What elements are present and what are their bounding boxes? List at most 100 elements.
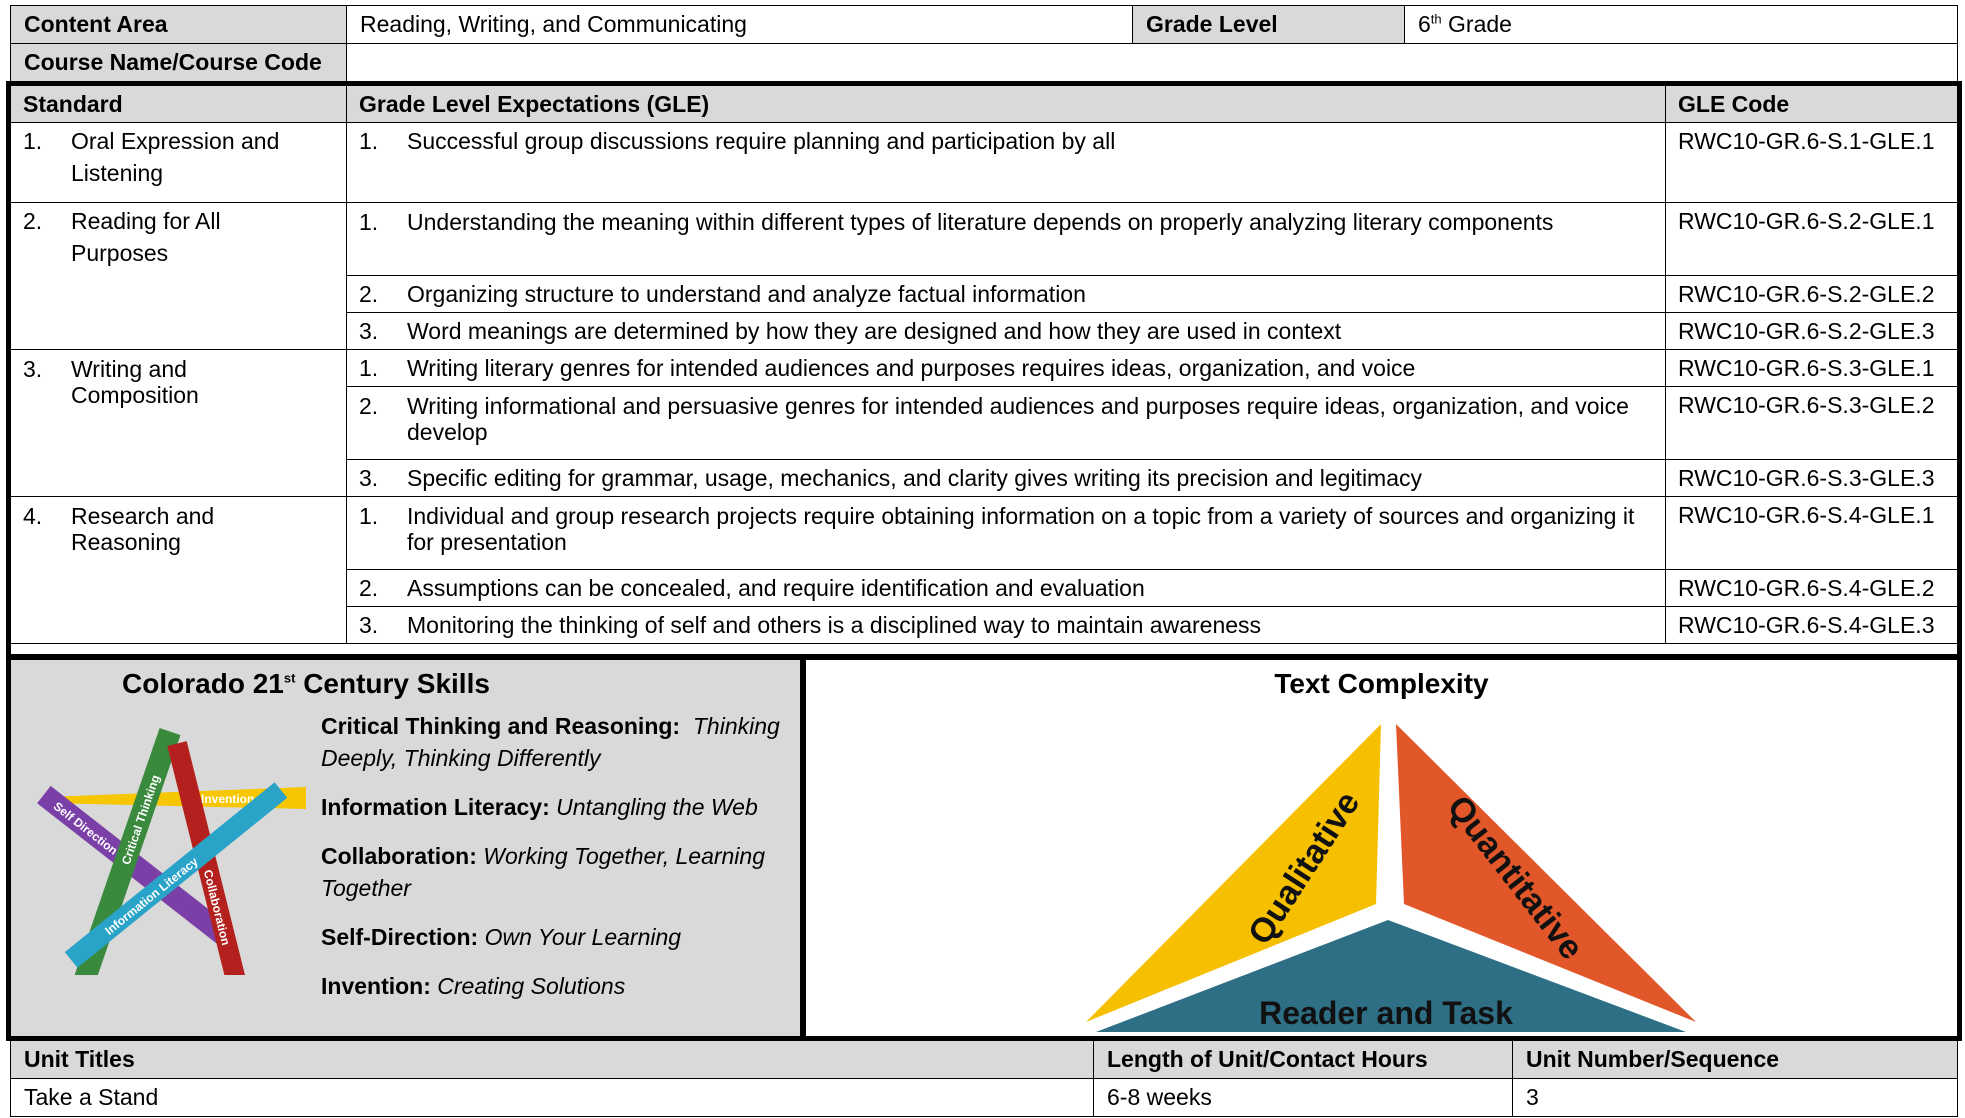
skills-list: Critical Thinking and Reasoning: Thinkin…	[321, 710, 801, 1019]
qualitative-segment	[1086, 724, 1381, 1022]
skill-label: Self-Direction:	[321, 924, 479, 950]
unit-length: 6-8 weeks	[1093, 1078, 1513, 1117]
grade-level-value: 6th Grade	[1404, 5, 1958, 44]
gle-text: Individual and group research projects r…	[407, 503, 1635, 555]
standard-num: 1.	[23, 128, 43, 154]
grade-number: 6	[1418, 11, 1431, 37]
skill-item: Critical Thinking and Reasoning: Thinkin…	[321, 710, 801, 774]
gle-text: Writing informational and persuasive gen…	[407, 393, 1629, 445]
skill-item: Collaboration: Working Together, Learnin…	[321, 840, 801, 904]
gle-text: Writing literary genres for intended aud…	[407, 355, 1416, 381]
skills-title-pre: Colorado 21	[122, 668, 284, 699]
gle-text: Organizing structure to understand and a…	[407, 281, 1086, 307]
skills-panel: Colorado 21st Century Skills Invention S…	[6, 655, 806, 1041]
table-row: 2. Reading for All Purposes 1. Understandi…	[10, 202, 1958, 350]
grade-sup: th	[1430, 11, 1442, 27]
skills-title: Colorado 21st Century Skills	[11, 668, 601, 700]
unit-sequence: 3	[1512, 1078, 1958, 1117]
text-complexity-panel: Text Complexity Qualitative Quantitative…	[800, 655, 1962, 1041]
standard-cell: 4.Research and Reasoning	[10, 496, 347, 644]
gle-num: 1.	[359, 503, 379, 529]
information-literacy-band: Information Literacy	[64, 782, 288, 968]
standard-num: 4.	[23, 503, 43, 529]
gle-num: 2.	[359, 393, 379, 419]
skills-title-sup: st	[283, 670, 296, 686]
information-literacy-band-shape	[64, 782, 288, 968]
gle-text: Understanding the meaning within differe…	[407, 209, 1554, 235]
skill-desc: Working Together, Learning Together	[321, 843, 765, 901]
text-complexity-title: Text Complexity	[1274, 668, 1489, 699]
gle-cell: 1. Individual and group research projects…	[346, 496, 1666, 570]
gle-code: RWC10-GR.6-S.4-GLE.1	[1665, 496, 1958, 570]
grade-level-label: Grade Level	[1132, 5, 1405, 44]
gle-num: 3.	[359, 318, 379, 344]
gle-cell: 1. Understanding the meaning within diffe…	[346, 202, 1666, 276]
text-complexity-triangle: Qualitative Quantitative Reader and Task	[1086, 724, 1696, 1032]
gle-cell: 2. Assumptions can be concealed, and requ…	[346, 569, 1666, 607]
standard-cell: 2. Reading for All Purposes	[10, 202, 347, 350]
gle-text: Word meanings are determined by how they…	[407, 318, 1342, 344]
header-table: Content Area Reading, Writing, and Commu…	[10, 5, 1958, 82]
skill-item: Invention: Creating Solutions	[321, 970, 801, 1002]
course-value	[346, 43, 1958, 82]
col-unit-titles: Unit Titles	[10, 1040, 1094, 1079]
gle-num: 1.	[359, 355, 379, 381]
gle-code: RWC10-GR.6-S.3-GLE.3	[1665, 459, 1958, 497]
standard-name: Reading for All Purposes	[71, 208, 221, 266]
standard-num: 3.	[23, 356, 43, 382]
skills-star-logo: Invention Self Direction Critical Thinki…	[37, 727, 306, 975]
table-row: 2. Assumptions can be concealed, and requ…	[11, 569, 1958, 607]
skill-desc: Untangling the Web	[556, 794, 758, 820]
collaboration-band-shape	[167, 741, 248, 975]
invention-band-shape	[46, 787, 306, 809]
gle-cell: 1. Writing literary genres for intended a…	[346, 349, 1666, 387]
gle-text: Specific editing for grammar, usage, mec…	[407, 465, 1422, 491]
gle-cell: 3.Specific editing for grammar, usage, m…	[346, 459, 1666, 497]
gle-num: 1.	[359, 128, 379, 154]
table-row: 1.Oral Expression and Listening 1.Succes…	[10, 122, 1958, 203]
gle-code: RWC10-GR.6-S.2-GLE.1	[1665, 202, 1958, 276]
col-gle: Grade Level Expectations (GLE)	[346, 85, 1666, 123]
table-row: 2.Organizing structure to understand and…	[11, 275, 1958, 313]
reader-task-label: Reader and Task	[1259, 995, 1513, 1031]
standard-cell: 1. Oral Expression and Listening	[10, 122, 347, 203]
gle-cell: 2.Organizing structure to understand and…	[346, 275, 1666, 313]
gle-num: 2.	[359, 575, 379, 601]
standard-name: Oral Expression and Listening	[71, 128, 280, 186]
skill-label: Collaboration:	[321, 843, 477, 869]
standards-table: Standard Grade Level Expectations (GLE) …	[10, 85, 1958, 644]
skill-desc: Creating Solutions	[437, 973, 626, 999]
skill-desc: Own Your Learning	[484, 924, 682, 950]
skill-label: Information Literacy:	[321, 794, 550, 820]
gle-cell: 3. Word meanings are determined by how th…	[346, 312, 1666, 350]
gle-code: RWC10-GR.6-S.4-GLE.3	[1665, 606, 1958, 644]
gle-code: RWC10-GR.6-S.3-GLE.2	[1665, 386, 1958, 460]
gle-code: RWC10-GR.6-S.3-GLE.1	[1665, 349, 1958, 387]
table-row: 3. Word meanings are determined by how th…	[11, 312, 1958, 350]
standard-num: 2.	[23, 208, 43, 234]
table-row: 2. Writing informational and persuasive g…	[11, 386, 1958, 460]
col-standard: Standard	[10, 85, 347, 123]
table-row: 3.Specific editing for grammar, usage, m…	[11, 459, 1958, 497]
standard-cell: 3. Writing and Composition	[10, 349, 347, 497]
gle-code: RWC10-GR.6-S.4-GLE.2	[1665, 569, 1958, 607]
skill-label: Critical Thinking and Reasoning:	[321, 713, 681, 739]
grade-suffix: Grade	[1441, 11, 1512, 37]
invention-band: Invention	[46, 787, 306, 809]
units-table: Unit Titles Length of Unit/Contact Hours…	[10, 1040, 1958, 1117]
skill-item: Information Literacy: Untangling the Web	[321, 791, 801, 823]
col-unit-length: Length of Unit/Contact Hours	[1093, 1040, 1513, 1079]
gle-code: RWC10-GR.6-S.2-GLE.3	[1665, 312, 1958, 350]
skill-label: Invention:	[321, 973, 431, 999]
standard-name: Writing and Composition	[71, 356, 199, 408]
table-row: 3.Monitoring the thinking of self and ot…	[11, 606, 1958, 644]
gle-cell: 3.Monitoring the thinking of self and ot…	[346, 606, 1666, 644]
col-gle-code: GLE Code	[1665, 85, 1958, 123]
gle-cell: 2. Writing informational and persuasive g…	[346, 386, 1666, 460]
gle-num: 1.	[359, 209, 379, 235]
gle-text: Monitoring the thinking of self and othe…	[407, 612, 1262, 638]
self-direction-band-label: Self Direction	[51, 799, 121, 858]
gle-text: Assumptions can be concealed, and requir…	[407, 575, 1145, 601]
skill-desc: Thinking Deeply, Thinking Differently	[321, 713, 780, 771]
content-area-label: Content Area	[10, 5, 347, 44]
